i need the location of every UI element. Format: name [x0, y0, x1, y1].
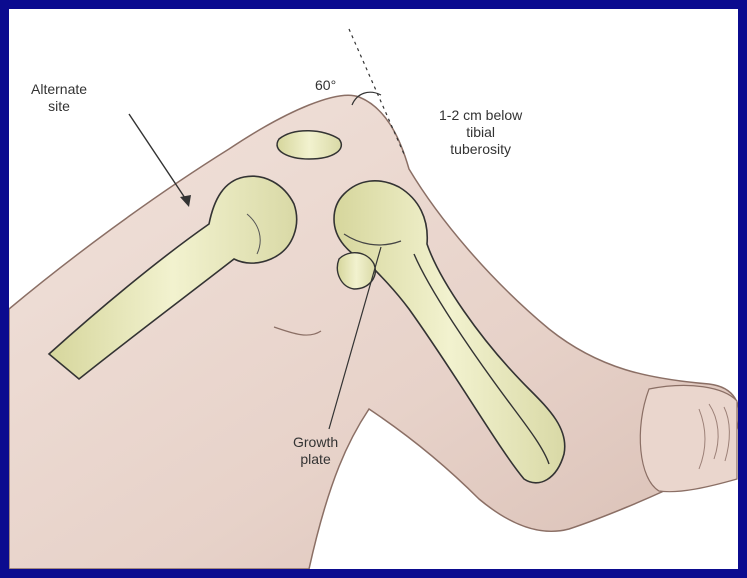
- fibula-head: [337, 253, 375, 289]
- alternate-site-leader: [129, 114, 189, 204]
- growth-plate-label: Growth plate: [293, 434, 338, 468]
- angle-label: 60°: [315, 77, 336, 94]
- patella: [277, 131, 341, 159]
- alternate-site-label: Alternate site: [31, 81, 87, 115]
- knee-illustration: [9, 9, 738, 569]
- foot: [640, 385, 737, 491]
- tibial-tuberosity-label: 1-2 cm below tibial tuberosity: [439, 107, 522, 158]
- illustration-frame: Alternate site 60° 1-2 cm below tibial t…: [9, 9, 738, 569]
